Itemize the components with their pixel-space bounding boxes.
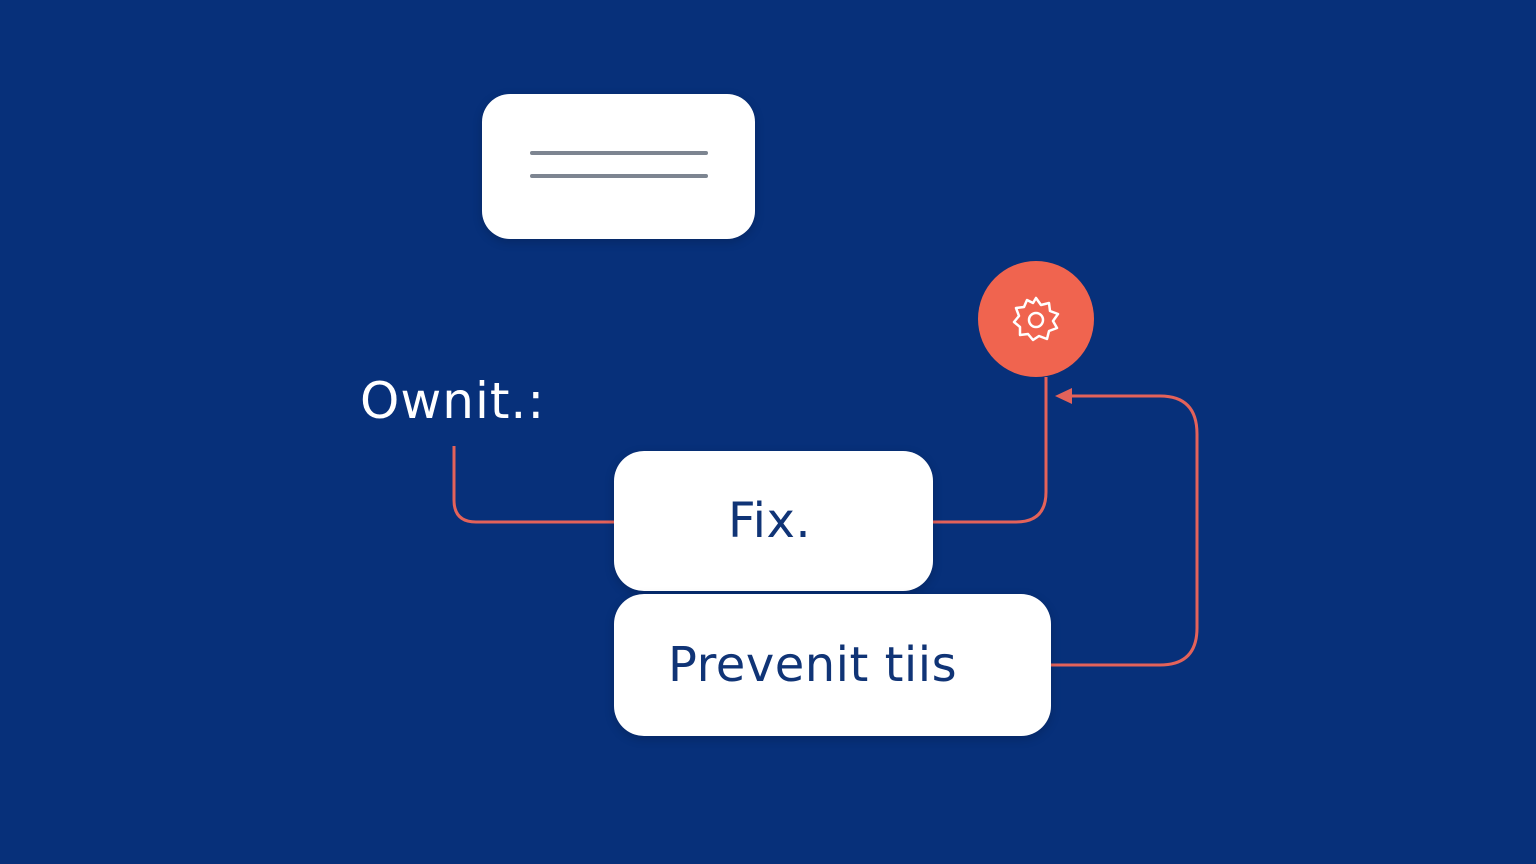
note-card <box>482 94 755 239</box>
prevent-step-label: Prevenit tiis <box>668 637 958 693</box>
owner-to-fix-connector <box>452 446 614 524</box>
fix-to-badge-connector <box>933 377 1048 524</box>
fix-step-label: Fix. <box>728 493 812 549</box>
fix-step-card[interactable]: Fix. <box>614 451 933 591</box>
text-lines-icon <box>530 151 708 155</box>
text-lines-icon <box>530 174 708 178</box>
owner-label: Ownit.: <box>360 372 546 430</box>
prevent-to-badge-connector <box>1051 394 1199 667</box>
arrowhead-icon <box>1055 388 1072 404</box>
gear-icon <box>1012 296 1060 342</box>
prevent-step-card[interactable]: Prevenit tiis <box>614 594 1051 736</box>
gear-badge[interactable] <box>978 261 1094 377</box>
